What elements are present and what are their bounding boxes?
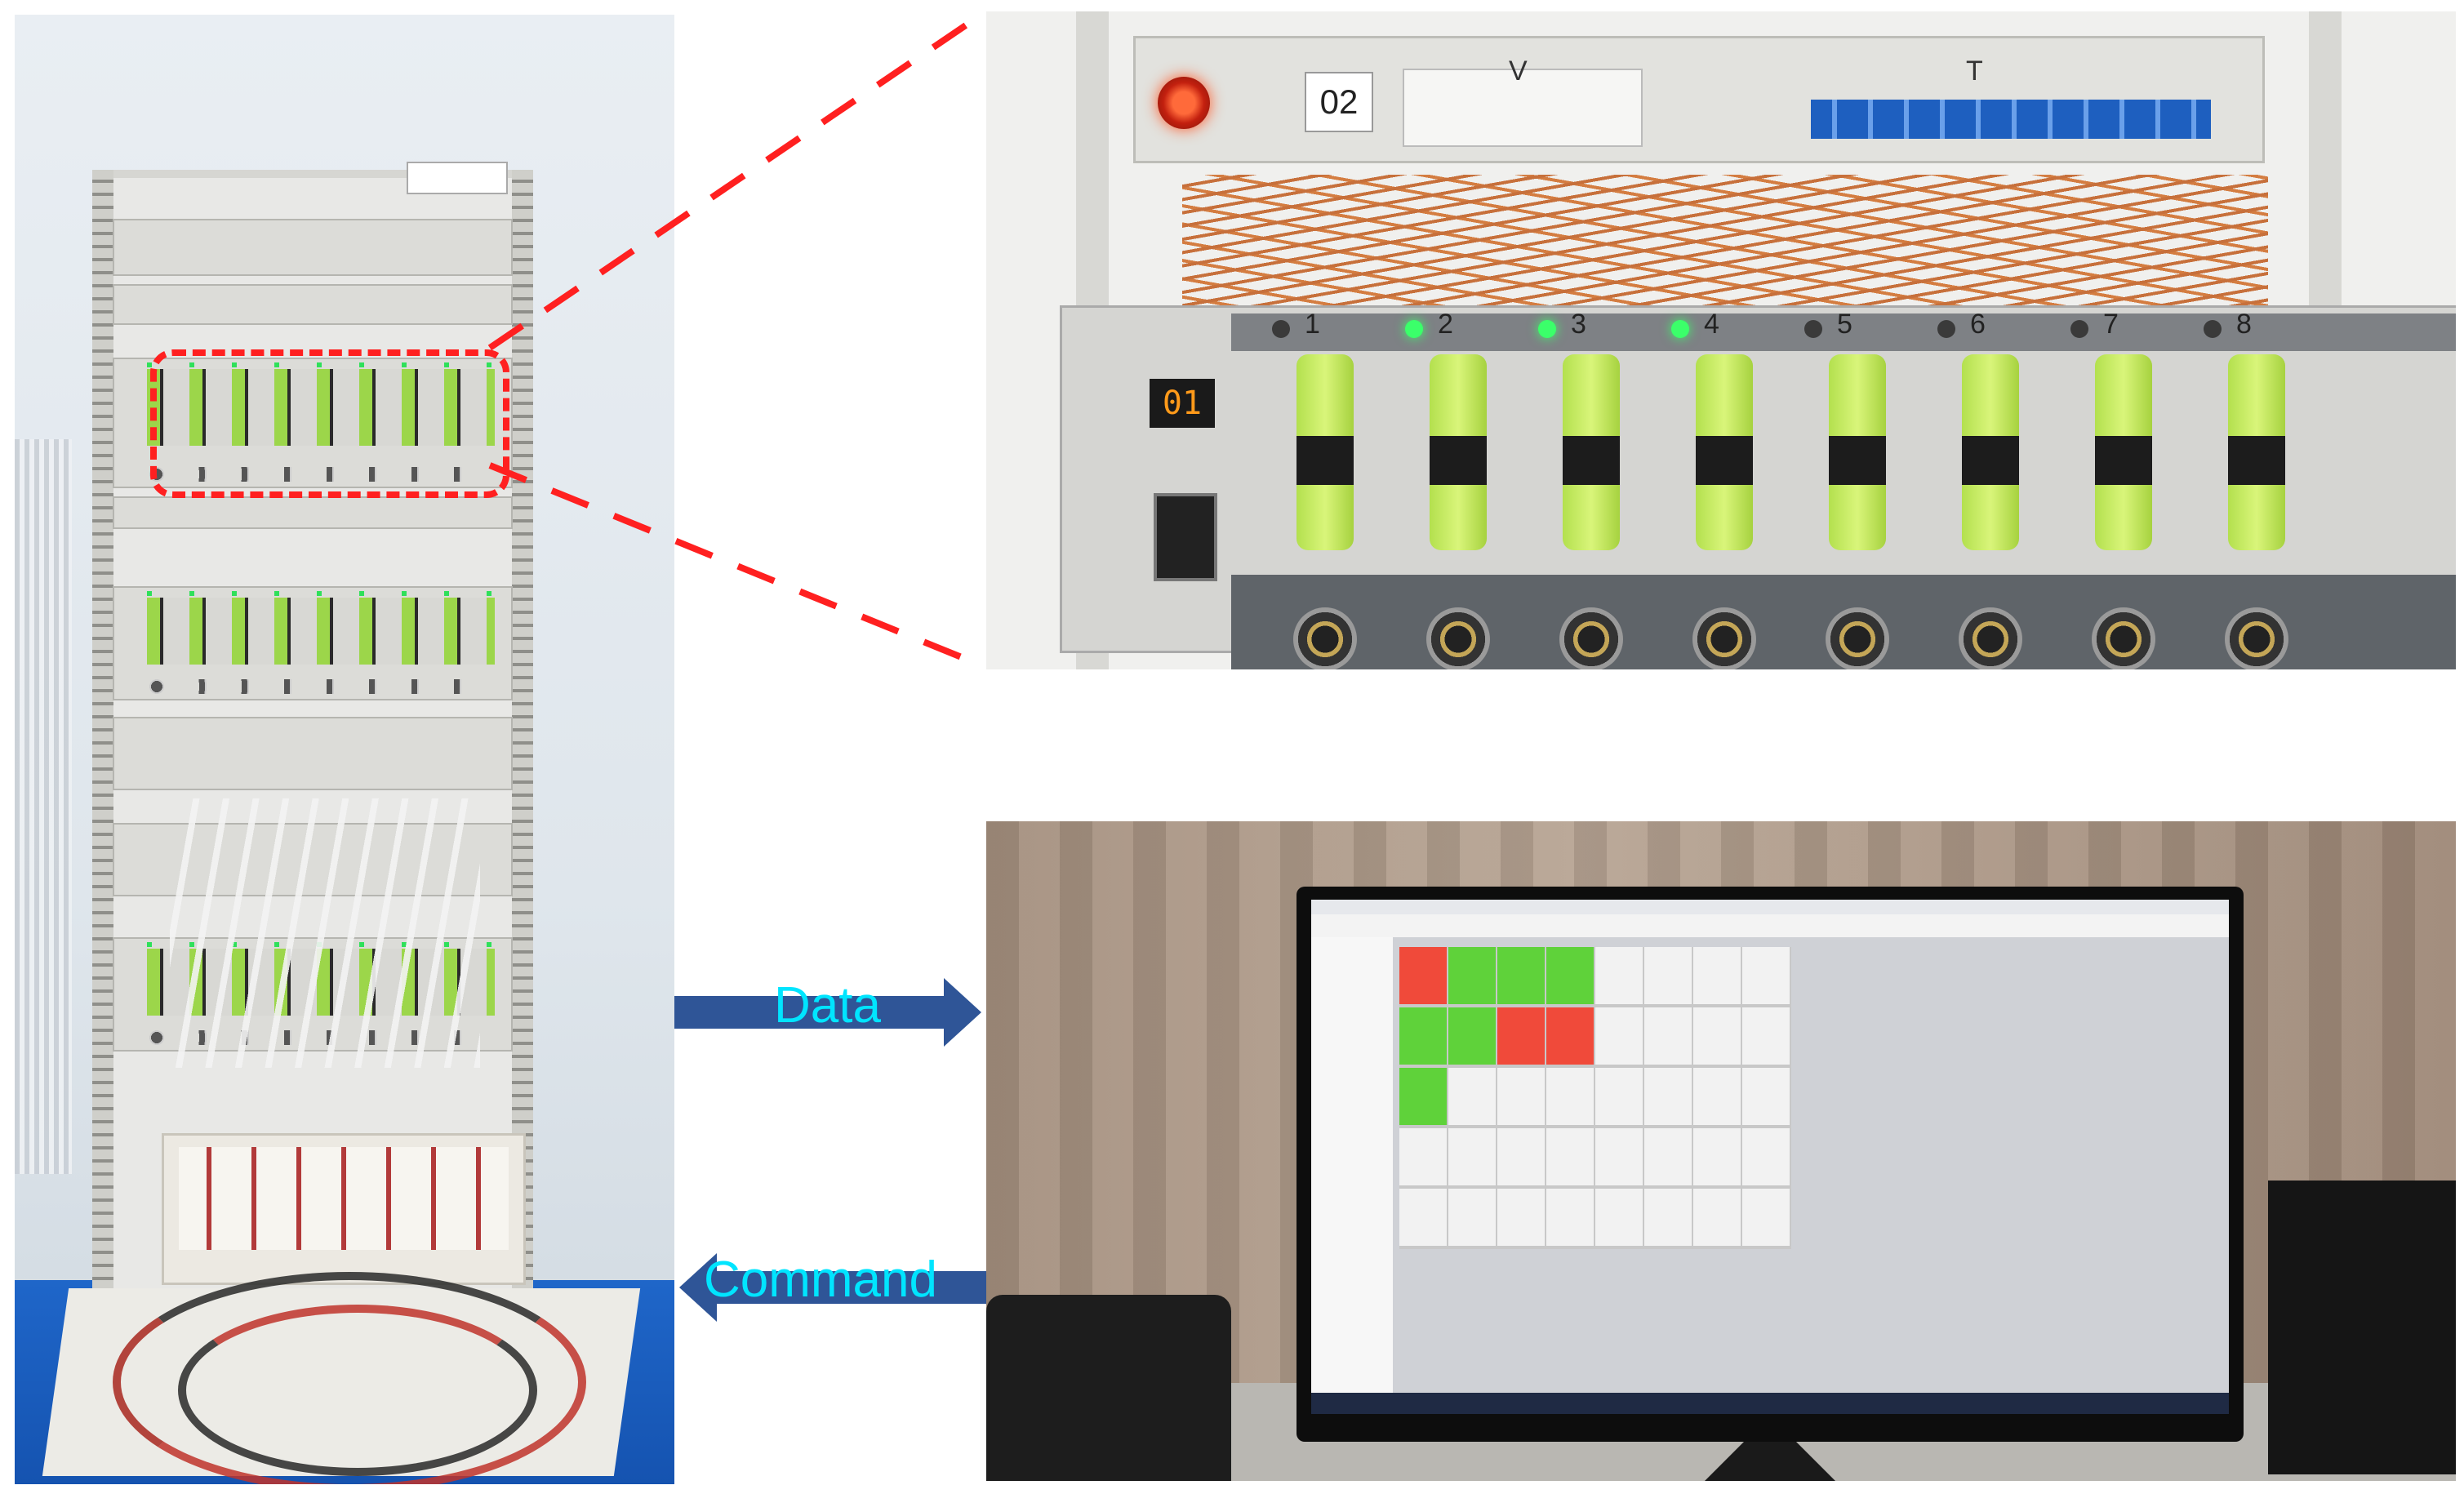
- channel-status-tile: [1497, 947, 1545, 1004]
- aviation-plug-icon: [1426, 607, 1490, 669]
- power-indicator-icon: [1158, 77, 1210, 129]
- channel-status-tile: [1546, 947, 1594, 1004]
- cell-number-label: 5: [1837, 309, 1852, 340]
- battery-cell: [1829, 354, 1886, 550]
- channel-status-tile: [1497, 1007, 1545, 1065]
- cell-fixture-closeup-photo: 02 V T 01 1 2 3 4 5 6 7 8: [986, 11, 2456, 669]
- channel-status-tile: [1399, 1068, 1447, 1125]
- battery-cell: [1296, 354, 1354, 550]
- thermocouple-connectors: [1811, 100, 2211, 139]
- cable-bundle: [170, 798, 480, 1068]
- rack-rail-right: [512, 170, 533, 1296]
- red-black-wires-2: [178, 1305, 537, 1476]
- aviation-plug-icon: [1959, 607, 2022, 669]
- app-titlebar: [1311, 900, 2229, 914]
- aviation-plug-icon: [2092, 607, 2155, 669]
- battery-cell: [1563, 354, 1620, 550]
- wall-cables: [15, 439, 72, 1174]
- battery-cell: [1962, 354, 2019, 550]
- command-arrow-label: Command: [704, 1252, 937, 1308]
- voltage-letter: V: [1509, 56, 1528, 87]
- bag: [986, 1295, 1231, 1481]
- cell-status-led: [1804, 320, 1822, 338]
- cell-number-label: 2: [1438, 309, 1453, 340]
- cell-number-label: 4: [1704, 309, 1719, 340]
- monitor-software-photo: [986, 821, 2456, 1481]
- zoom-highlight-box: [150, 349, 509, 498]
- data-arrow: [674, 978, 981, 1047]
- brand-logo: [407, 162, 508, 194]
- channel-status-tile: [1448, 947, 1496, 1004]
- cell-number-label: 6: [1970, 309, 1986, 340]
- battery-test-rack-photo: [15, 15, 674, 1484]
- cell-status-led: [1937, 320, 1955, 338]
- battery-cell: [1696, 354, 1753, 550]
- cell-status-led: [1272, 320, 1290, 338]
- voltage-terminal-block: [1403, 69, 1643, 147]
- channel-status-tile: [1546, 1007, 1594, 1065]
- rack-rail-left: [92, 170, 113, 1296]
- channel-status-tile: [1448, 1007, 1496, 1065]
- speaker: [2268, 1181, 2456, 1474]
- cell-number-label: 8: [2236, 309, 2252, 340]
- busbar: [1231, 313, 2456, 351]
- cell-status-led: [1405, 320, 1423, 338]
- aviation-plug-icon: [2225, 607, 2288, 669]
- temperature-letter: T: [1966, 56, 1983, 87]
- cell-holder-tray: [162, 1133, 526, 1285]
- channel-label: 02: [1305, 72, 1373, 132]
- rack-unit-sensor-2: [113, 496, 513, 529]
- monitor-screen: [1311, 900, 2229, 1414]
- cell-number-label: 1: [1305, 309, 1320, 340]
- cell-number-label: 3: [1571, 309, 1586, 340]
- channel-status-tile: [1399, 947, 1447, 1004]
- rack-unit-sensor: [113, 284, 513, 325]
- taskbar: [1311, 1393, 2229, 1414]
- aviation-plug-icon: [1692, 607, 1756, 669]
- aviation-plug-icon: [1826, 607, 1889, 669]
- cell-status-led: [2204, 320, 2222, 338]
- data-arrow-label: Data: [774, 977, 881, 1034]
- channel-status-tile: [1399, 1007, 1447, 1065]
- command-arrow: [679, 1253, 986, 1322]
- rack-unit-controller: [113, 219, 513, 276]
- battery-cell: [2095, 354, 2152, 550]
- app-toolbar: [1311, 914, 2229, 937]
- rocker-switch-icon: [1154, 493, 1217, 581]
- battery-cell: [1430, 354, 1487, 550]
- segment-display: 01: [1150, 379, 1215, 428]
- aviation-plug-icon: [1559, 607, 1623, 669]
- cell-status-led: [1538, 320, 1556, 338]
- rack-unit-cell-fixture-1: [113, 358, 513, 488]
- app-sidepanel: [1311, 937, 1393, 1394]
- rack-unit-cell-fixture-2: [113, 586, 513, 700]
- aviation-plug-icon: [1293, 607, 1357, 669]
- cell-status-led: [1671, 320, 1689, 338]
- thermocouple-wires: [1182, 175, 2268, 313]
- cell-number-label: 7: [2103, 309, 2119, 340]
- battery-cell: [2228, 354, 2285, 550]
- cell-status-led: [2070, 320, 2088, 338]
- rack-unit-channels: [113, 717, 513, 790]
- red-black-wires: [113, 1272, 586, 1484]
